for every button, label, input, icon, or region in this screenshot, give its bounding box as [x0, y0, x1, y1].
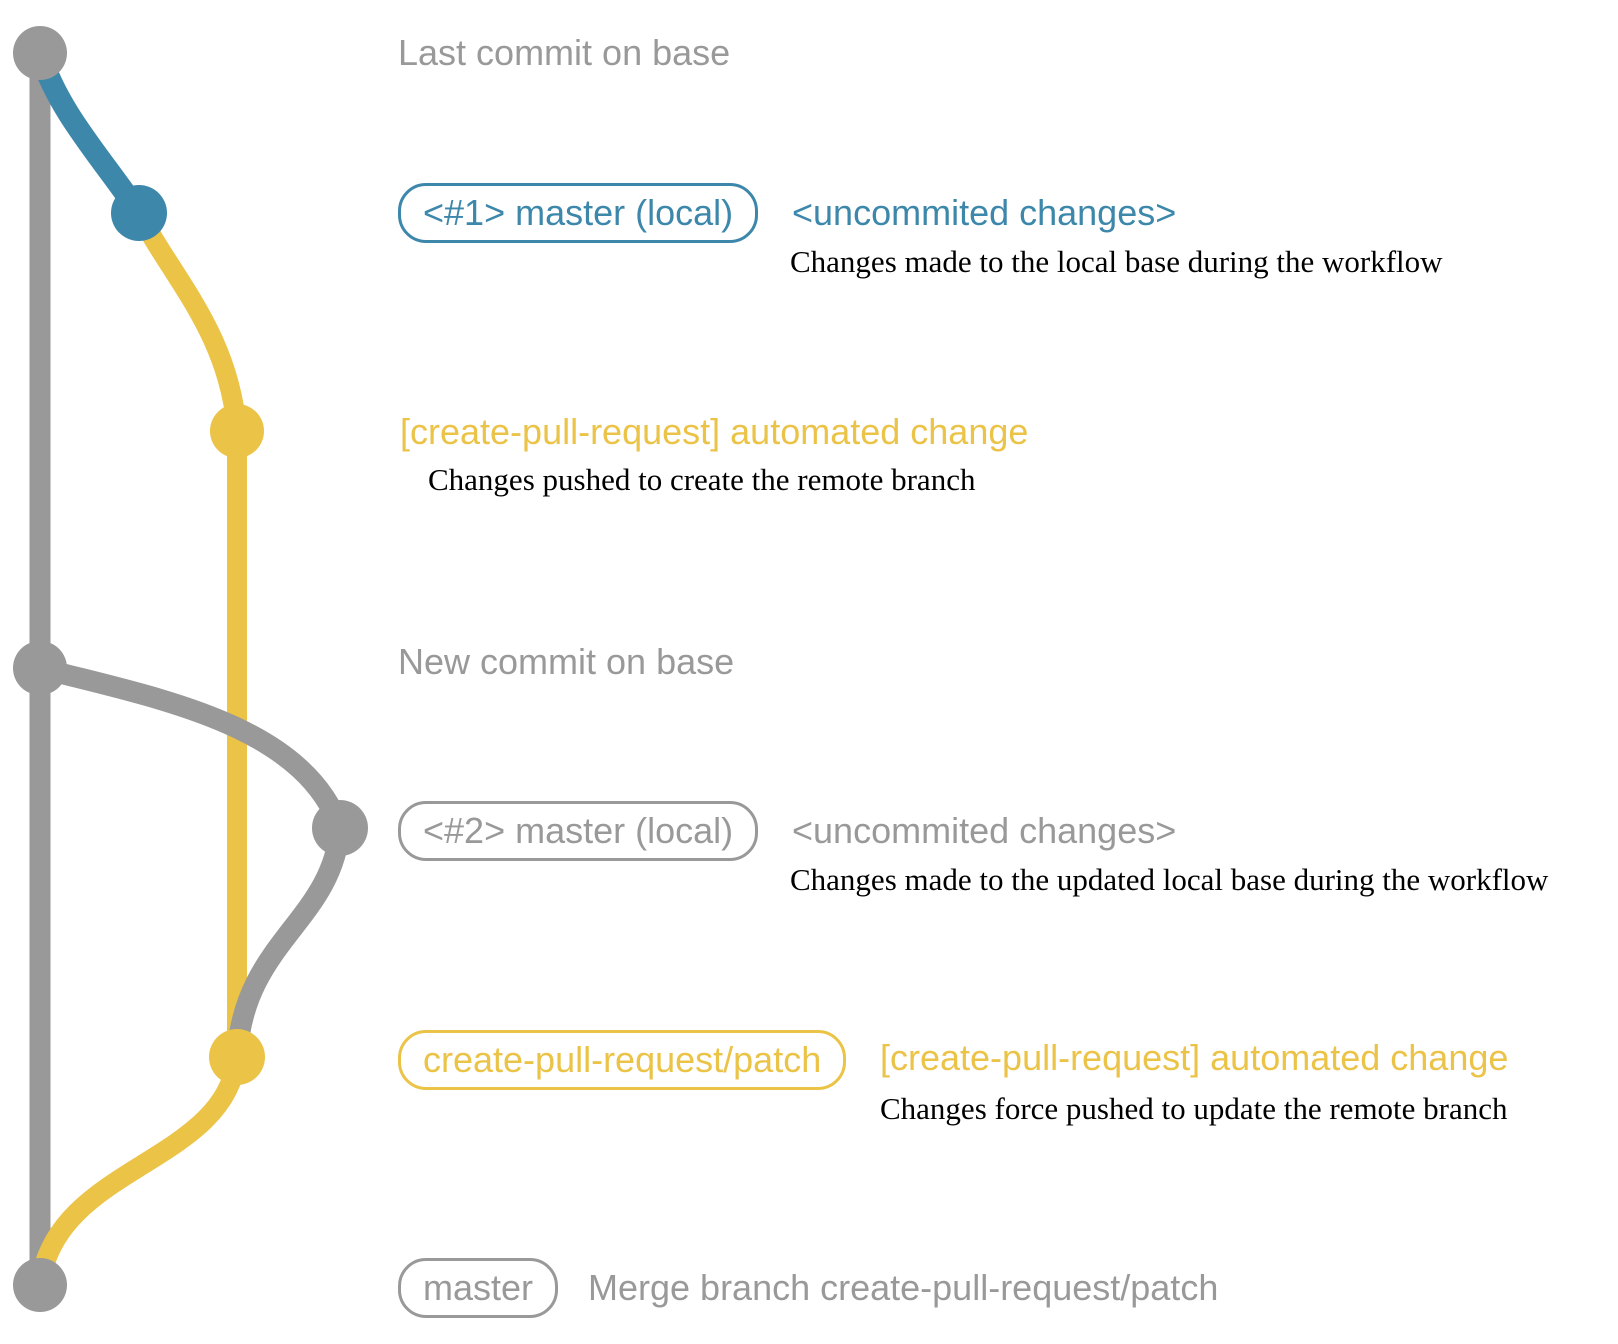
commit-message-uncommited-2: <uncommited changes>	[792, 810, 1177, 851]
commit-dot-automated-change-1	[210, 404, 264, 458]
label-last-commit-on-base: Last commit on base	[398, 32, 731, 73]
commit-dot-local-2	[312, 800, 368, 856]
commit-message-merge: Merge branch create-pull-request/patch	[588, 1267, 1219, 1308]
commit-description-2: Changes made to the updated local base d…	[790, 862, 1549, 897]
branch-badge-master-local-1: <#1> master (local)	[398, 183, 759, 243]
updated-local-branch-line	[29, 657, 351, 839]
commit-description-push-2: Changes force pushed to update the remot…	[880, 1091, 1508, 1126]
force-push-line	[226, 817, 351, 1068]
remote-patch-branch-line	[129, 203, 247, 1067]
commit-dot-merge	[13, 1258, 67, 1312]
commit-message-automated-change-1: [create-pull-request] automated change	[400, 411, 1029, 452]
commit-dot-automated-change-2	[209, 1029, 265, 1085]
branch-badge-create-pull-request-patch: create-pull-request/patch	[398, 1030, 847, 1090]
label-new-commit-on-base: New commit on base	[398, 641, 735, 682]
branch-badge-master-local-2: <#2> master (local)	[398, 801, 759, 861]
commit-message-automated-change-2: [create-pull-request] automated change	[880, 1037, 1509, 1078]
commit-description-1: Changes made to the local base during th…	[790, 244, 1443, 279]
merge-line	[30, 1047, 247, 1295]
branch-badge-master: master	[398, 1258, 559, 1318]
commit-description-push-1: Changes pushed to create the remote bran…	[428, 462, 976, 497]
commit-dot-local-1	[111, 185, 167, 241]
commit-dot-new-base	[13, 641, 67, 695]
commit-dot-last-base	[13, 26, 67, 80]
commit-message-uncommited-1: <uncommited changes>	[792, 192, 1177, 233]
local-branch-line	[29, 42, 150, 224]
